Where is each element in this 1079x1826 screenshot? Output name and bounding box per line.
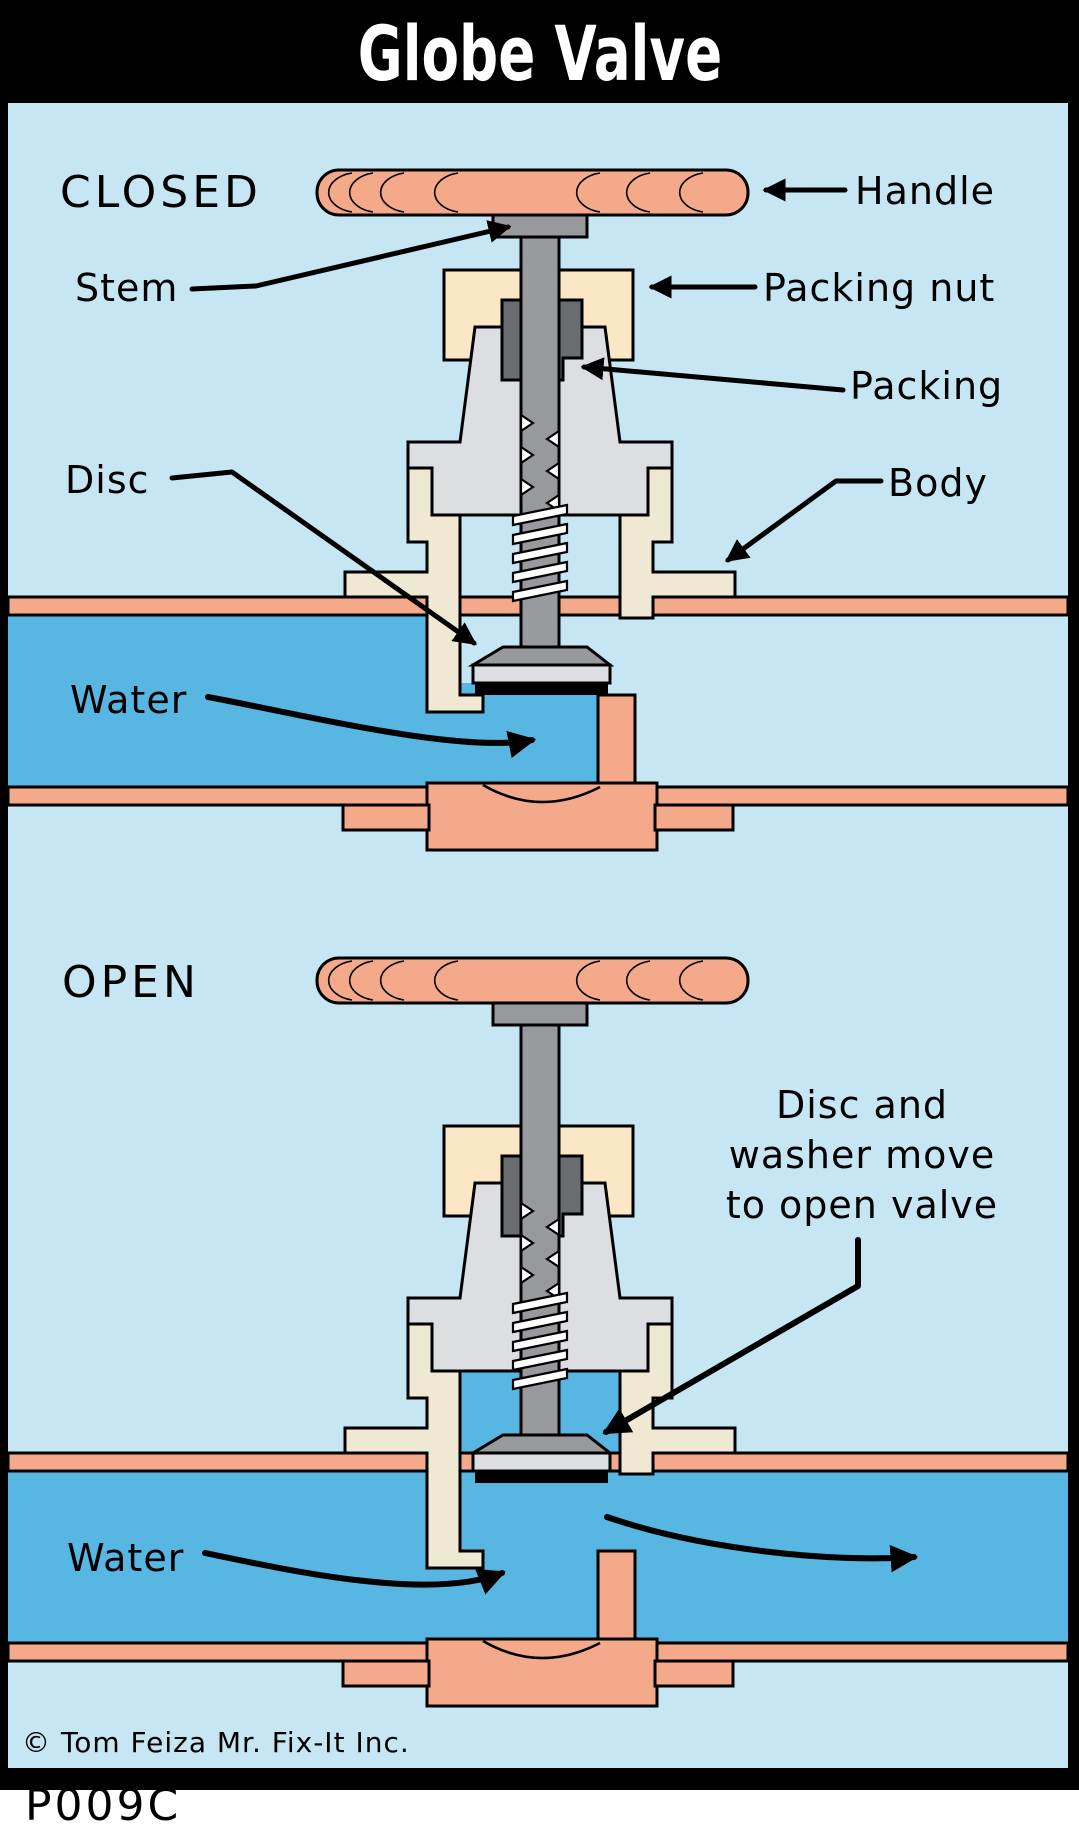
thread-wedge: [519, 1232, 535, 1254]
handle: [315, 956, 750, 1005]
handle-segment-arc: [625, 172, 651, 213]
bottom-body-left-wing: [341, 803, 431, 832]
bottom-body-right-wing: [653, 1659, 735, 1688]
disc: [471, 1451, 612, 1473]
handle-segment-arc: [348, 172, 374, 213]
thread-wedge: [519, 476, 535, 498]
thread-band: [511, 1329, 569, 1353]
open-state-label: OPEN: [62, 957, 200, 1008]
note-line-2: washer move: [729, 1133, 995, 1177]
disc-washer: [475, 683, 608, 695]
handle-segment-arc: [348, 960, 374, 1001]
thread-wedge: [519, 444, 535, 466]
body-pointer-arrow: [725, 478, 884, 563]
disc: [471, 663, 612, 685]
packing-pointer-arrow: [580, 357, 846, 393]
thread-band: [511, 1348, 569, 1372]
thread-band: [511, 503, 569, 527]
thread-wedge: [545, 428, 561, 450]
valve-seat-web: [596, 1549, 637, 1649]
disc-label: Disc: [65, 458, 150, 502]
thread-wedge: [519, 1264, 535, 1286]
thread-wedge: [545, 1216, 561, 1238]
thread-band: [511, 1367, 569, 1391]
handle-segment-arc: [433, 960, 459, 1001]
closed-state-label: CLOSED: [60, 167, 262, 218]
page-title: Globe Valve: [358, 10, 722, 98]
handle-segment-arc: [327, 960, 353, 1001]
stem-label: Stem: [75, 266, 178, 310]
thread-band: [511, 1310, 569, 1334]
thread-band: [511, 560, 569, 584]
closed-water-label: Water: [70, 678, 187, 722]
handle-segment-arc: [379, 172, 405, 213]
handle-segment-arc: [625, 960, 651, 1001]
thread-wedge: [545, 460, 561, 482]
note-line-3: to open valve: [726, 1183, 998, 1227]
handle-segment-arc: [575, 960, 601, 1001]
thread-band: [511, 522, 569, 546]
thread-wedge: [519, 1200, 535, 1222]
note-line-1: Disc and: [776, 1083, 948, 1127]
bottom-body-right-wing: [653, 803, 735, 832]
open-water-label: Water: [67, 1536, 184, 1580]
thread-band: [511, 541, 569, 565]
handle-label: Handle: [855, 169, 995, 213]
packing-label: Packing: [850, 364, 1003, 408]
note-pointer-arrow: [602, 1237, 861, 1435]
copyright-text: © Tom Feiza Mr. Fix-It Inc.: [22, 1726, 410, 1759]
packing-nut-label: Packing nut: [763, 266, 995, 310]
disc-washer: [475, 1471, 608, 1483]
open-water-flow-arrow: [202, 1550, 506, 1595]
handle: [315, 168, 750, 217]
closed-water-flow-arrow: [205, 694, 537, 759]
bottom-body-block: [425, 1637, 659, 1708]
thread-wedge: [545, 1248, 561, 1270]
valve-seat-web: [596, 693, 637, 793]
closed-valve-view: [6, 168, 1070, 852]
handle-segment-arc: [433, 172, 459, 213]
stem-cap: [491, 1001, 589, 1027]
handle-segment-arc: [379, 960, 405, 1001]
handle-segment-arc: [678, 960, 704, 1001]
passage-curve: [482, 783, 601, 804]
diagram-code: P009C: [25, 1780, 181, 1826]
thread-band: [511, 1291, 569, 1315]
thread-wedge: [519, 412, 535, 434]
body-label: Body: [888, 461, 988, 505]
stem-pointer-arrow: [189, 220, 512, 292]
passage-curve: [482, 1639, 601, 1660]
handle-segment-arc: [575, 172, 601, 213]
outlet-flow-arrow: [604, 1514, 919, 1573]
thread-band: [511, 579, 569, 603]
handle-segment-arc: [327, 172, 353, 213]
handle-segment-arc: [678, 172, 704, 213]
bottom-body-left-wing: [341, 1659, 431, 1688]
bottom-body-block: [425, 781, 659, 852]
disc-pointer-arrow: [169, 469, 477, 646]
